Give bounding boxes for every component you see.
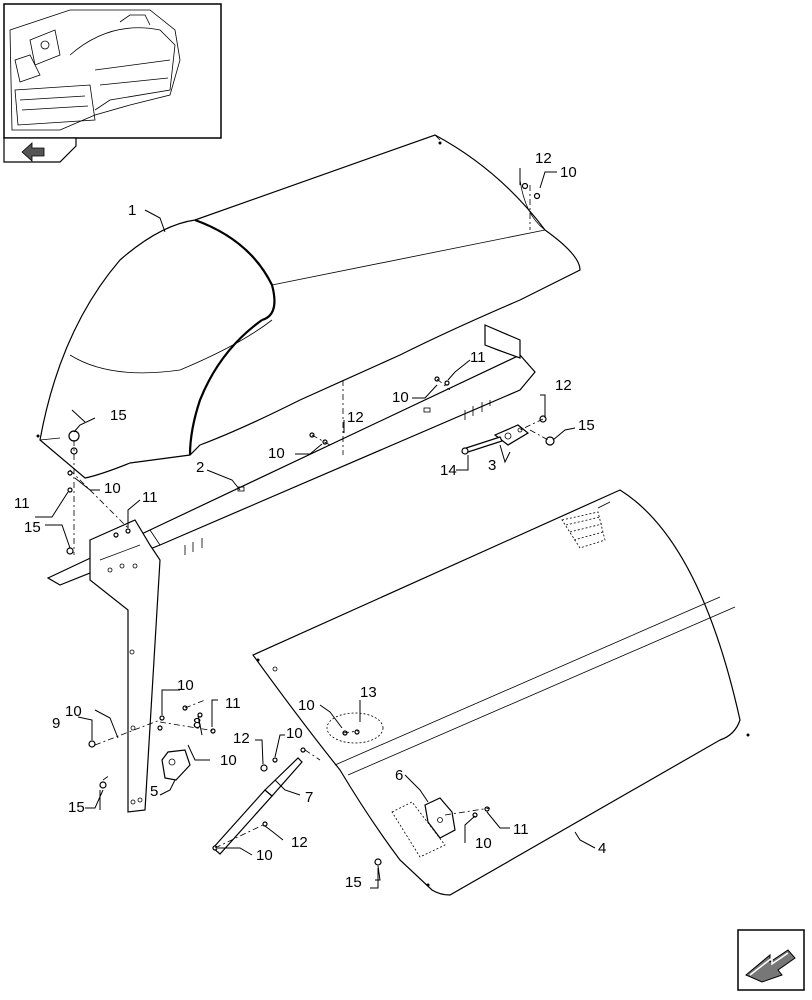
- side-panel-part-4: [252, 489, 750, 896]
- callout-6: 6: [395, 767, 403, 784]
- callout-10: 10: [104, 480, 121, 497]
- callout-11: 11: [225, 695, 241, 712]
- callout-12: 12: [535, 150, 552, 167]
- callout-10: 10: [220, 752, 237, 769]
- back-arrow-icon: [21, 142, 45, 162]
- callout-12: 12: [347, 409, 364, 426]
- callout-10: 10: [65, 703, 82, 720]
- callout-15: 15: [345, 874, 362, 891]
- callout-3: 3: [488, 457, 496, 474]
- callout-2: 2: [196, 459, 204, 476]
- callout-12: 12: [555, 377, 572, 394]
- callout-15: 15: [24, 519, 41, 536]
- callout-8: 8: [193, 715, 201, 732]
- callout-11: 11: [142, 489, 158, 506]
- next-page-arrow-icon[interactable]: [737, 929, 805, 991]
- callout-13: 13: [360, 684, 377, 701]
- support-post: [89, 519, 161, 813]
- callout-10: 10: [286, 725, 303, 742]
- callout-labels: 1 2 3 4 5 6 7 8 9 10 10 10 10 10 10 10 1…: [14, 150, 606, 891]
- assembly-lines: [69, 185, 551, 849]
- callout-15: 15: [68, 799, 85, 816]
- callout-10: 10: [268, 445, 285, 462]
- callout-12: 12: [233, 730, 250, 747]
- hinge-part-3: [493, 424, 530, 446]
- callout-10: 10: [177, 677, 194, 694]
- callout-11: 11: [470, 349, 486, 366]
- callout-14: 14: [440, 462, 457, 479]
- callout-1: 1: [128, 202, 136, 219]
- machine-location-thumbnail[interactable]: [3, 3, 222, 139]
- gas-strut-part-7: [212, 757, 303, 855]
- callout-10: 10: [475, 835, 492, 852]
- callout-5: 5: [150, 783, 158, 800]
- callout-11: 11: [14, 495, 30, 512]
- bolt-part-14: [461, 436, 503, 455]
- rail-part-2: [46, 324, 536, 586]
- callout-10: 10: [256, 847, 273, 864]
- callout-12: 12: [291, 834, 308, 851]
- callout-10: 10: [392, 389, 409, 406]
- latch-part-6: [424, 797, 456, 839]
- callout-9: 9: [52, 715, 60, 732]
- callout-10: 10: [560, 164, 577, 181]
- hood-part-1: [36, 134, 581, 479]
- callout-15: 15: [110, 407, 127, 424]
- leader-lines: [35, 168, 596, 881]
- callout-4: 4: [598, 840, 606, 857]
- thumbnail-back-tab[interactable]: [3, 137, 77, 163]
- callout-11: 11: [513, 821, 529, 838]
- bracket-part-5: [161, 749, 191, 781]
- callout-10: 10: [298, 697, 315, 714]
- callout-7: 7: [305, 789, 313, 806]
- callout-15: 15: [578, 417, 595, 434]
